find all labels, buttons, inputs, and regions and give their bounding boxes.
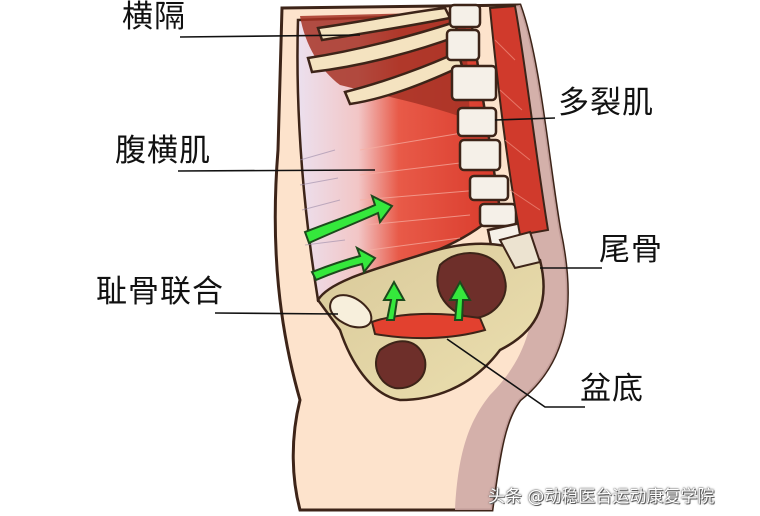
arrow-icon — [448, 279, 472, 321]
arrow-icon — [382, 279, 406, 321]
watermark: 头条 @动稳医台运动康复学院 — [488, 487, 715, 507]
multifidus-muscle — [488, 4, 550, 237]
arrow-icon — [310, 245, 377, 282]
contraction-arrows — [303, 194, 472, 321]
leader-lines — [177, 34, 602, 408]
label-multifidus: 多裂肌 — [558, 85, 654, 121]
label-diaphragm: 横隔 — [122, 0, 186, 35]
label-pelvic-floor: 盆底 — [580, 371, 644, 407]
label-pubic-symphysis: 耻骨联合 — [96, 274, 224, 310]
arrow-icon — [303, 194, 394, 245]
label-transverse-abdominis: 腹横肌 — [115, 133, 211, 169]
label-coccyx: 尾骨 — [599, 232, 663, 268]
